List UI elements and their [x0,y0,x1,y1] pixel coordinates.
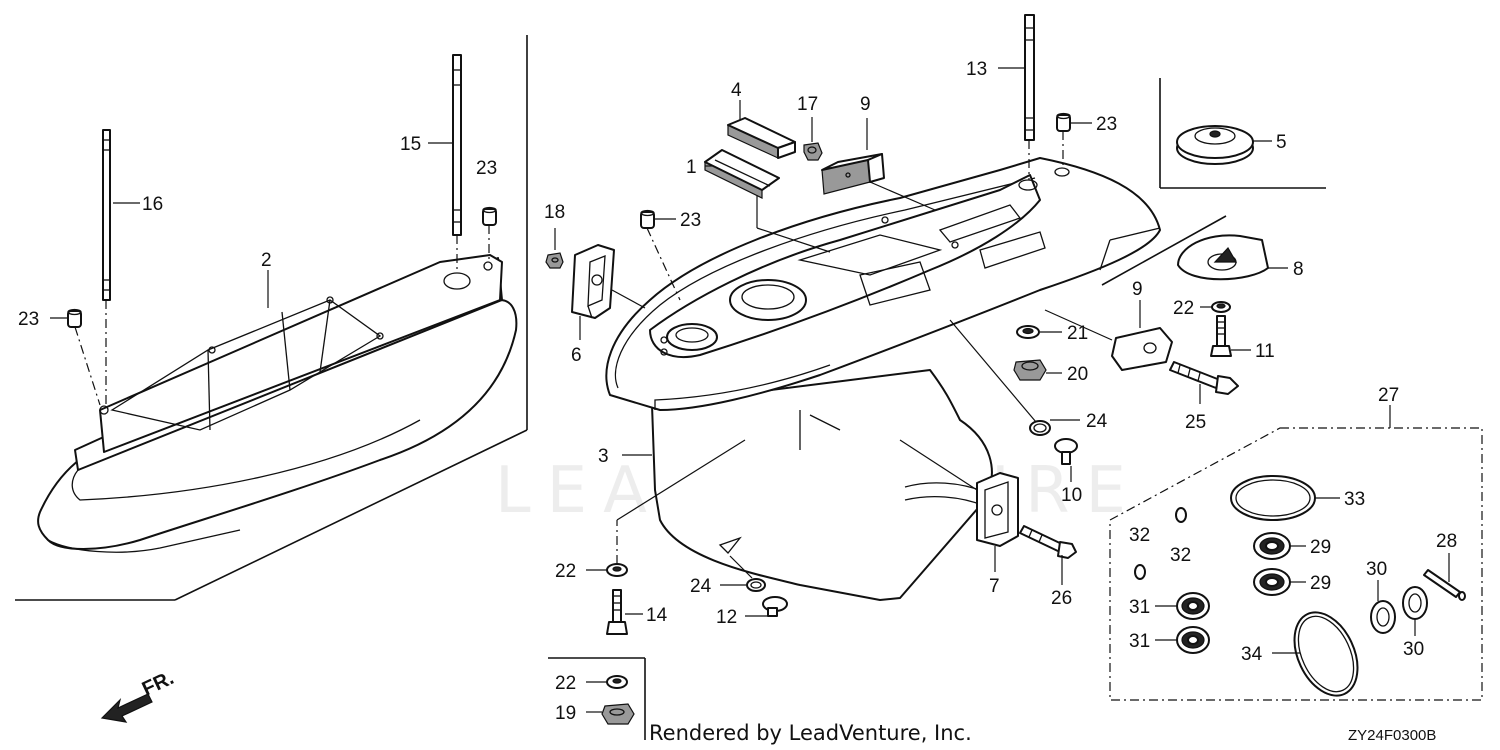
callout-29-lower: 29 [1310,573,1331,594]
plug-12 [762,596,788,617]
o-ring-32-lower [1134,564,1146,580]
nut-washer-panel [548,657,646,740]
stud-15 [452,54,462,236]
callout-4: 4 [731,80,742,101]
dowel-pin-23-top [1056,112,1071,132]
callout-15: 15 [400,134,421,155]
callout-31-upper: 31 [1129,597,1150,618]
gear-case-cover-panel [15,35,528,601]
nut-18 [545,252,564,269]
callout-3: 3 [598,446,609,467]
nut-17 [803,142,823,161]
callout-9-right: 9 [1132,279,1143,300]
anode-plate-9-right [1111,327,1173,371]
seal-30-right [1402,586,1428,620]
callout-23-center: 23 [680,210,701,231]
callout-23-right: 23 [476,158,497,179]
rubber-block-4 [727,117,796,159]
callout-23-left: 23 [18,309,39,330]
callout-27: 27 [1378,385,1399,406]
stud-16 [102,129,111,301]
callout-2: 2 [261,250,272,271]
callout-19: 19 [555,703,576,724]
callout-32-right: 32 [1170,545,1191,566]
callout-12: 12 [716,607,737,628]
nut-19 [601,703,635,725]
washer-21 [1016,325,1040,339]
callout-20: 20 [1067,364,1088,385]
callout-23-top: 23 [1096,114,1117,135]
callout-10: 10 [1061,485,1082,506]
cap-5 [1176,125,1254,165]
washer-22-bottom [606,563,628,577]
o-ring-24-bottom [746,578,766,592]
bolt-25 [1169,361,1239,395]
diagram-code: ZY24F0300B [1348,727,1436,744]
callout-24-right: 24 [1086,411,1108,432]
callout-33: 33 [1344,489,1365,510]
washer-22-panel [606,675,628,689]
front-direction-arrow: FR. [100,667,177,723]
trim-tab-8 [1177,234,1269,281]
callout-26: 26 [1051,588,1072,609]
cover-bracket-7 [976,472,1019,547]
anode-plate-9-top [821,153,885,195]
callout-11: 11 [1255,341,1275,362]
callout-5: 5 [1276,132,1287,153]
propeller-cap-panel [1159,78,1326,189]
callout-labels: 4 1 17 9 13 23 5 8 9 22 11 21 20 24 25 2… [18,59,1457,724]
callout-6: 6 [571,345,582,366]
washer-22-right [1211,301,1231,313]
callout-9-top: 9 [860,94,871,115]
callout-31-lower: 31 [1129,631,1150,652]
callout-25: 25 [1185,412,1206,433]
callout-29-upper: 29 [1310,537,1331,558]
credit-text: Rendered by LeadVenture, Inc. [649,721,972,745]
bearing-29-lower [1253,568,1291,596]
dowel-pin-23-left [67,308,82,328]
callout-7: 7 [989,576,1000,597]
bolt-11 [1210,315,1232,357]
gear-case-cover [37,254,518,553]
callout-13: 13 [966,59,987,80]
bolt-26 [1019,525,1077,559]
bearing-31-lower [1176,626,1210,654]
callout-16: 16 [142,194,163,215]
callout-30-right: 30 [1403,639,1424,660]
o-ring-34 [1293,611,1359,697]
dowel-pin-23-right [482,206,497,226]
rubber-mount-1 [704,149,780,199]
callout-34: 34 [1241,644,1263,665]
o-ring-33 [1230,475,1316,521]
bolt-14 [606,589,628,635]
callout-8: 8 [1293,259,1304,280]
gear-case-housing [605,157,1161,601]
callout-22-panel: 22 [555,673,576,694]
callout-28: 28 [1436,531,1457,552]
callout-21: 21 [1067,323,1088,344]
o-ring-24-right [1029,420,1051,436]
callout-22-bottom: 22 [555,561,576,582]
callout-18: 18 [544,202,565,223]
nut-20 [1013,359,1047,381]
callout-30-left: 30 [1366,559,1387,580]
callout-14: 14 [646,605,668,626]
callout-1: 1 [686,157,697,178]
cover-bracket-6 [571,244,615,319]
dowel-pin-23-center [640,209,655,229]
bearing-31-upper [1176,592,1210,620]
o-ring-32-upper [1175,507,1187,523]
callout-32-left: 32 [1129,525,1150,546]
bearing-kit-27-panel [1109,405,1483,701]
callout-22-right: 22 [1173,298,1194,319]
pin-28 [1423,569,1466,601]
callout-24-bottom: 24 [690,576,712,597]
bolt-10 [1054,438,1078,465]
seal-30-left [1370,600,1396,634]
callout-17: 17 [797,94,818,115]
bearing-29-upper [1253,532,1291,560]
stud-13 [1024,14,1035,141]
